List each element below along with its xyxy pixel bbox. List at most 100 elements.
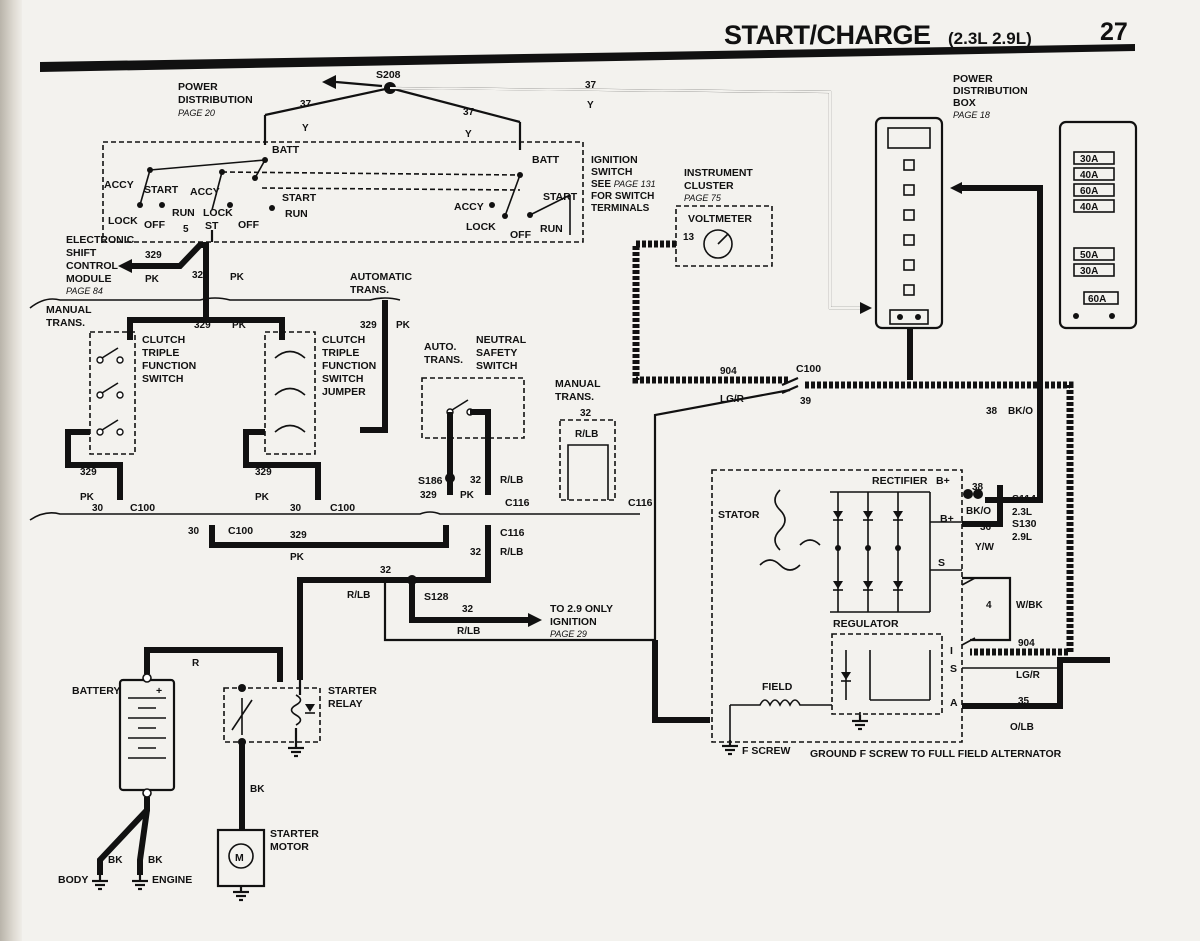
- svg-text:37: 37: [463, 107, 475, 118]
- svg-text:R/LB: R/LB: [347, 590, 370, 601]
- svg-text:C100: C100: [228, 525, 253, 537]
- automatic-trans-label: AUTOMATIC: [350, 271, 412, 283]
- svg-text:ENGINE: ENGINE: [152, 874, 192, 886]
- svg-text:PAGE 18: PAGE 18: [953, 110, 990, 120]
- svg-text:329: 329: [255, 467, 272, 478]
- clutch-jumper-box: [264, 331, 316, 455]
- svg-text:W/BK: W/BK: [1016, 600, 1043, 611]
- svg-text:S: S: [938, 557, 945, 569]
- svg-text:S128: S128: [424, 591, 449, 603]
- svg-text:BOX: BOX: [953, 97, 976, 109]
- svg-text:C100: C100: [330, 502, 355, 514]
- svg-text:TRIPLE: TRIPLE: [142, 347, 179, 359]
- manual-jumper-box: [559, 419, 616, 501]
- arrow-icon: [322, 75, 336, 89]
- page-title: START/CHARGE: [724, 20, 931, 50]
- svg-text:MODULE: MODULE: [66, 273, 112, 285]
- svg-text:SAFETY: SAFETY: [476, 347, 517, 359]
- svg-text:LG/R: LG/R: [720, 394, 745, 405]
- power-dist-label: POWER: [178, 81, 218, 93]
- starter-relay-box: [223, 687, 321, 743]
- svg-text:RUN: RUN: [285, 208, 308, 220]
- svg-text:30: 30: [188, 526, 200, 537]
- svg-text:PAGE 29: PAGE 29: [550, 629, 587, 639]
- fuse-panel: [1058, 120, 1138, 330]
- svg-text:329: 329: [360, 320, 377, 331]
- svg-text:Y: Y: [465, 129, 472, 140]
- ignition-contacts: [137, 157, 571, 235]
- svg-text:S: S: [950, 663, 957, 675]
- svg-text:OFF: OFF: [510, 229, 532, 241]
- page-binding-edge: [0, 0, 22, 941]
- svg-text:904: 904: [1018, 638, 1035, 649]
- svg-text:ST: ST: [205, 220, 219, 232]
- svg-text:C116: C116: [628, 497, 653, 509]
- svg-text:A: A: [950, 697, 958, 709]
- neutral-safety-label: NEUTRAL: [476, 334, 527, 346]
- svg-text:B+: B+: [940, 513, 954, 525]
- power-dist-ref: PAGE 20: [178, 108, 215, 118]
- ignition-switch-label: IGNITION: [591, 154, 638, 166]
- neutral-safety-box: [421, 377, 525, 439]
- svg-text:STATOR: STATOR: [718, 509, 760, 521]
- svg-text:PK: PK: [255, 492, 270, 503]
- svg-text:PK: PK: [396, 320, 411, 331]
- motor-icon: [228, 843, 254, 869]
- svg-text:32: 32: [470, 547, 482, 558]
- svg-text:38: 38: [972, 482, 984, 493]
- svg-text:PAGE 84: PAGE 84: [66, 286, 103, 296]
- svg-text:S114: S114: [1012, 493, 1036, 505]
- svg-text:FOR SWITCH: FOR SWITCH: [591, 191, 654, 202]
- clutch-jumper-label: CLUTCH: [322, 334, 365, 346]
- svg-text:F SCREW: F SCREW: [742, 745, 791, 757]
- svg-text:2.9L: 2.9L: [1012, 532, 1032, 543]
- escm-label: ELECTRONIC: [66, 234, 135, 246]
- svg-text:30: 30: [92, 503, 104, 514]
- svg-text:Y/W: Y/W: [975, 542, 994, 553]
- svg-text:R/LB: R/LB: [500, 547, 523, 558]
- svg-text:4: 4: [986, 600, 992, 611]
- svg-text:TRIPLE: TRIPLE: [322, 347, 359, 359]
- svg-text:BK: BK: [108, 855, 123, 866]
- svg-text:LOCK: LOCK: [108, 215, 138, 227]
- svg-text:OFF: OFF: [144, 219, 166, 231]
- svg-text:LOCK: LOCK: [203, 207, 233, 219]
- svg-text:Y: Y: [302, 123, 309, 134]
- svg-text:39: 39: [800, 396, 812, 407]
- svg-text:C116: C116: [500, 527, 525, 539]
- svg-text:BATT: BATT: [272, 144, 300, 156]
- svg-text:BATT: BATT: [532, 154, 560, 166]
- svg-text:32: 32: [380, 565, 392, 576]
- svg-text:RUN: RUN: [540, 223, 563, 235]
- svg-text:ACCY: ACCY: [104, 179, 134, 191]
- svg-text:PK: PK: [290, 552, 305, 563]
- page-subtitle: (2.3L 2.9L): [948, 29, 1032, 48]
- svg-text:DISTRIBUTION: DISTRIBUTION: [178, 94, 253, 106]
- manual-trans-2-label: MANUAL: [555, 378, 601, 390]
- svg-text:B+: B+: [936, 475, 950, 487]
- svg-text:R/LB: R/LB: [575, 429, 598, 440]
- svg-text:VOLTMETER: VOLTMETER: [688, 213, 752, 225]
- svg-text:2.3L: 2.3L: [1012, 507, 1032, 518]
- svg-text:CONTROL: CONTROL: [66, 260, 118, 272]
- svg-text:60A: 60A: [1088, 294, 1106, 305]
- svg-text:32: 32: [580, 408, 592, 419]
- manual-trans-label: MANUAL: [46, 304, 92, 316]
- svg-text:TERMINALS: TERMINALS: [591, 203, 650, 214]
- svg-text:PK: PK: [80, 492, 95, 503]
- svg-text:329: 329: [420, 490, 437, 501]
- svg-text:FIELD: FIELD: [762, 681, 793, 693]
- svg-text:MOTOR: MOTOR: [270, 841, 309, 853]
- svg-text:ACCY: ACCY: [190, 186, 220, 198]
- svg-text:C116: C116: [505, 497, 530, 509]
- svg-text:SWITCH: SWITCH: [322, 373, 363, 385]
- svg-text:904: 904: [720, 366, 737, 377]
- svg-text:40A: 40A: [1080, 170, 1098, 181]
- svg-text:BK: BK: [250, 784, 265, 795]
- svg-text:PK: PK: [232, 320, 247, 331]
- svg-text:PK: PK: [460, 490, 475, 501]
- svg-text:START: START: [144, 184, 179, 196]
- svg-text:30A: 30A: [1080, 266, 1098, 277]
- svg-text:DISTRIBUTION: DISTRIBUTION: [953, 85, 1028, 97]
